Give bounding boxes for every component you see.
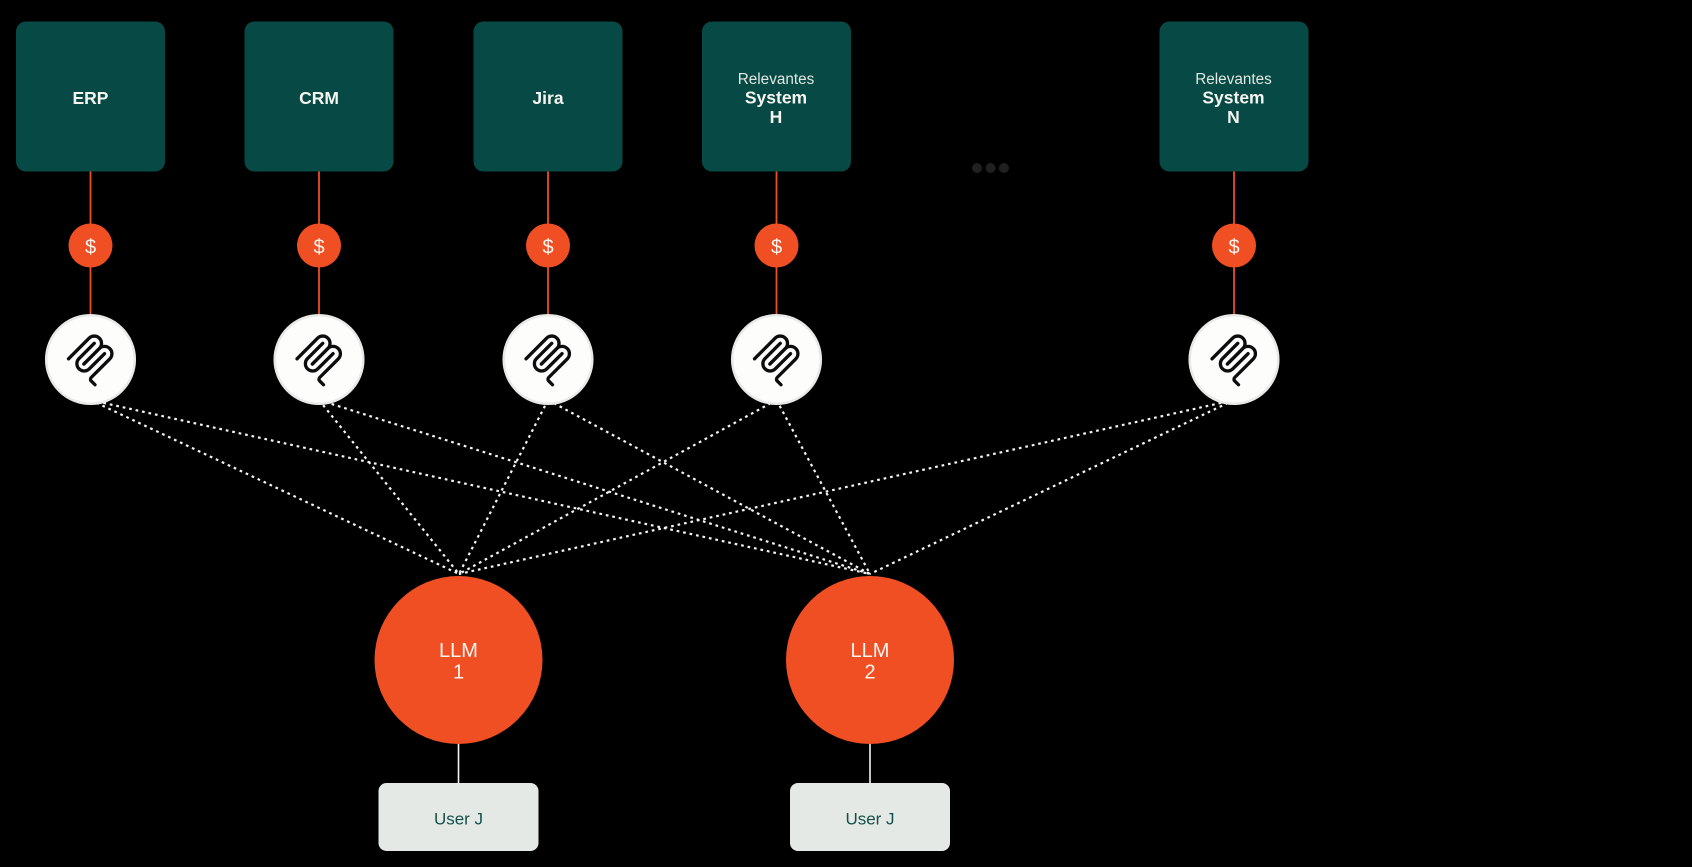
- svg-text:User J: User J: [845, 809, 894, 828]
- svg-text:CRM: CRM: [299, 88, 339, 108]
- svg-text:System: System: [1202, 88, 1264, 108]
- svg-text:Relevantes: Relevantes: [1195, 71, 1272, 88]
- svg-text:$: $: [313, 236, 324, 258]
- svg-text:$: $: [542, 236, 553, 258]
- svg-text:Relevantes: Relevantes: [738, 71, 815, 88]
- svg-text:System: System: [745, 88, 807, 108]
- svg-text:LLM: LLM: [439, 640, 478, 662]
- svg-text:$: $: [1228, 236, 1239, 258]
- svg-text:1: 1: [453, 662, 464, 684]
- svg-text:$: $: [771, 236, 782, 258]
- svg-text:Jira: Jira: [532, 88, 563, 108]
- svg-text:H: H: [770, 107, 783, 127]
- svg-text:N: N: [1227, 107, 1240, 127]
- svg-text:User J: User J: [434, 809, 483, 828]
- svg-text:ERP: ERP: [73, 88, 109, 108]
- svg-text:2: 2: [864, 662, 875, 684]
- svg-text:$: $: [85, 236, 96, 258]
- svg-text:LLM: LLM: [851, 640, 890, 662]
